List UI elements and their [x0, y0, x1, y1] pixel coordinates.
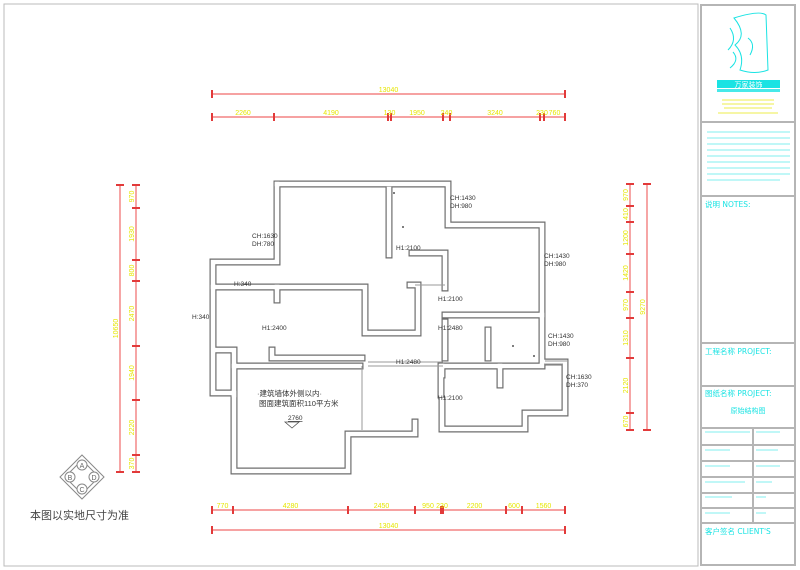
dimension-label: 950	[422, 503, 434, 510]
window-label: DH:980	[544, 261, 566, 268]
height-label: H1:2480	[396, 359, 421, 366]
dimension-label: 1930	[129, 226, 136, 242]
dimension-label: 1560	[536, 503, 552, 510]
window-label: DH:980	[450, 203, 472, 210]
drawing-frame	[3, 3, 699, 567]
fixture-dots	[393, 192, 535, 357]
dimension-label: 970	[623, 189, 630, 201]
dimension-label: 970	[129, 191, 136, 203]
area-note: 图面建筑面积110平方米	[259, 398, 339, 408]
dimension-label: 2120	[623, 378, 630, 394]
dimension-label: 970	[623, 299, 630, 311]
dimension-label: 240	[441, 110, 453, 117]
wall-inner	[210, 282, 421, 336]
beam-label: H:340	[234, 281, 252, 288]
dimension-label: 2450	[374, 503, 390, 510]
drawing-name: 原始结构图	[731, 406, 766, 415]
height-label: H1:2100	[396, 245, 421, 252]
compass-b: B	[68, 475, 73, 482]
window-label: CH:1430	[544, 253, 570, 260]
plan-labels: CH:1430 DH:980 CH:1630 DH:780 CH:1430 DH…	[192, 195, 592, 429]
openings	[361, 284, 567, 430]
window-label: DH:780	[252, 241, 274, 248]
wall-inner	[274, 181, 568, 432]
dimension-label: 230	[436, 503, 448, 510]
area-note: ·建筑墙体外侧以内·	[257, 388, 322, 398]
logo-bar	[717, 80, 780, 88]
dimension-label: 130	[384, 110, 396, 117]
window-label: CH:1430	[450, 195, 476, 202]
wall-inner	[210, 181, 418, 474]
height-label: H1:2100	[438, 395, 463, 402]
dimension-label: 230	[536, 110, 548, 117]
window-label: DH:370	[566, 382, 588, 389]
client-label: 客户签名 CLIENT'S	[705, 526, 771, 536]
dimension-label: 1420	[623, 265, 630, 281]
window-label: CH:1630	[252, 233, 278, 240]
title-block: 万家装饰 说明 NOTES: 工程名称 PROJECT: 图纸名称 PROJEC…	[700, 4, 796, 566]
dimension-label: 770	[217, 503, 229, 510]
compass-a: A	[80, 463, 85, 470]
elevation-mark: 2760	[288, 415, 303, 422]
compass-c: C	[79, 487, 84, 494]
wall	[209, 281, 422, 337]
dimension-label: 1200	[623, 230, 630, 246]
wall-inner	[269, 347, 365, 361]
notes-text-lines	[705, 131, 790, 514]
window-label: DH:980	[548, 341, 570, 348]
footer-note: 本图以实地尺寸为准	[30, 508, 129, 522]
window-label: CH:1630	[566, 374, 592, 381]
dimension-label: 2220	[129, 420, 136, 436]
dimension-label: 1310	[623, 330, 630, 346]
dimension-label: 9270	[640, 299, 647, 315]
dimension-label: 13040	[379, 523, 399, 530]
dimension-label: 4280	[283, 503, 299, 510]
dimension-label: 3240	[487, 110, 503, 117]
height-label: H1:2480	[438, 325, 463, 332]
dimension-label: 2260	[235, 110, 251, 117]
project-label: 工程名称 PROJECT:	[705, 346, 772, 356]
dimension-label: 4190	[323, 110, 339, 117]
elevation-icon	[283, 421, 301, 429]
dimension-label: 1950	[409, 110, 425, 117]
dimension-label: 370	[129, 458, 136, 470]
wall-inner	[213, 347, 237, 369]
dimension-label: 2470	[129, 306, 136, 322]
wall-inner	[409, 250, 448, 291]
dimension-label: 670	[623, 416, 630, 428]
height-label: H1:2400	[262, 325, 287, 332]
compass-icon	[59, 454, 105, 500]
wall	[209, 180, 419, 475]
dimension-label: 1940	[129, 365, 136, 381]
wall	[212, 346, 238, 370]
compass-d: D	[91, 475, 96, 482]
window-label: CH:1430	[548, 333, 574, 340]
logo-text: 万家装饰	[735, 80, 763, 89]
beam-label: H:340	[192, 314, 210, 321]
company-logo	[727, 12, 769, 73]
dimension-label: 13040	[379, 87, 399, 94]
drawing-label: 图纸名称 PROJECT:	[705, 388, 772, 398]
dimension-label: 760	[549, 110, 561, 117]
dimension-label: 2200	[467, 503, 483, 510]
dimension-label: 800	[129, 265, 136, 277]
height-label: H1:2100	[438, 296, 463, 303]
notes-label: 说明 NOTES:	[705, 199, 751, 209]
dimension-label: 410	[623, 208, 630, 220]
dimension-label: 600	[508, 503, 520, 510]
dimension-label: 10650	[113, 319, 120, 339]
